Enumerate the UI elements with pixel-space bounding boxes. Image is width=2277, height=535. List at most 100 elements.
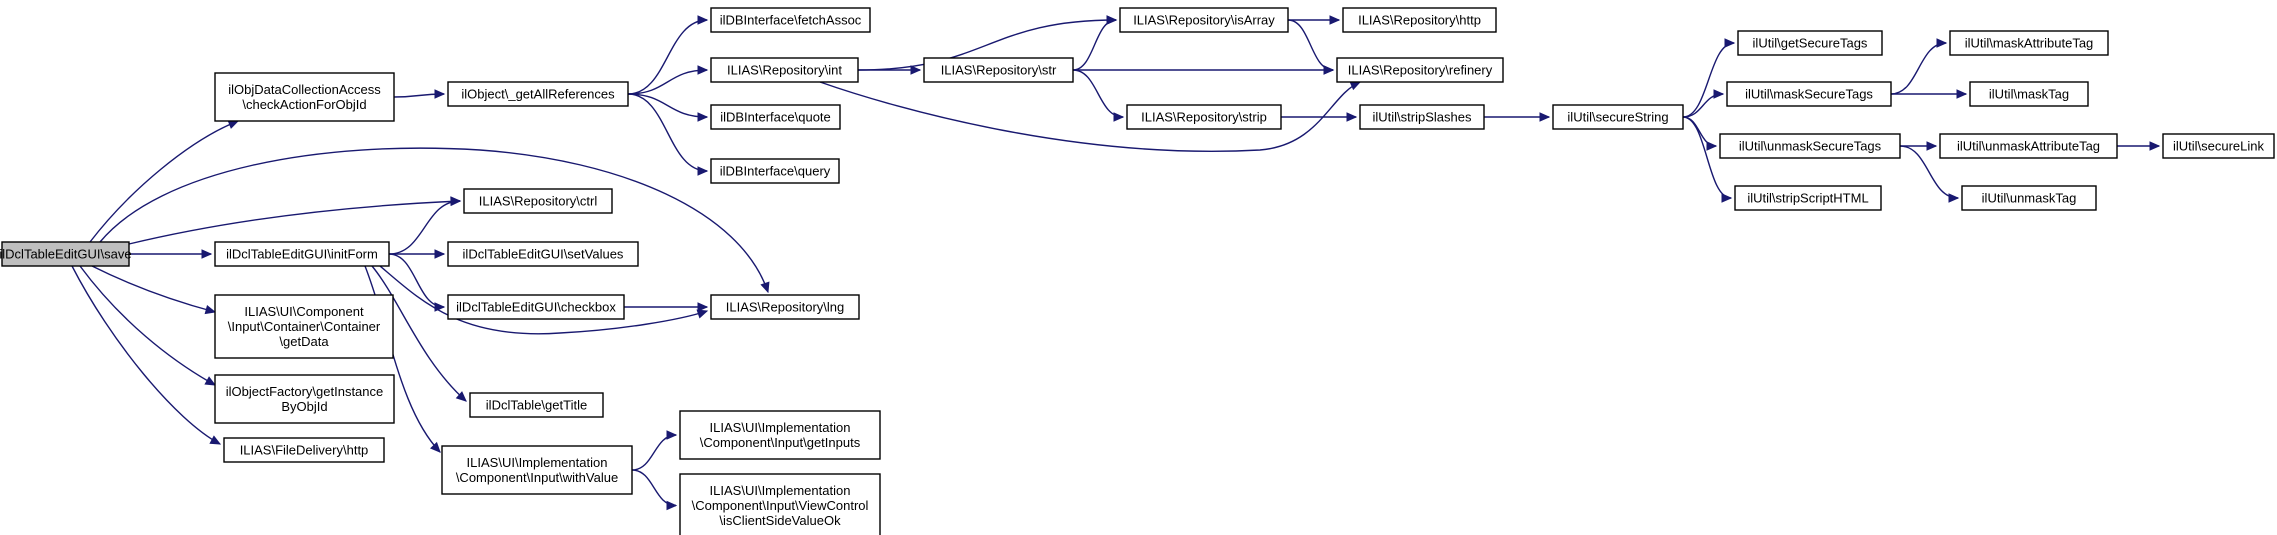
arrowhead-icon bbox=[1346, 112, 1358, 122]
edge-line bbox=[857, 19, 1117, 71]
node-box bbox=[1126, 104, 1282, 130]
node-label: ILIAS\Repository\http bbox=[1358, 13, 1481, 28]
node-box bbox=[469, 392, 604, 418]
edge-line bbox=[79, 265, 216, 386]
node-save[interactable]: ilDclTableEditGUI\save bbox=[0, 241, 132, 267]
node-query[interactable]: ilDBInterface\query bbox=[710, 158, 840, 184]
arrowhead-icon bbox=[1349, 81, 1362, 91]
arrowhead-icon bbox=[1106, 15, 1118, 25]
node-box bbox=[710, 294, 860, 320]
arrowhead-icon bbox=[1539, 112, 1551, 122]
node-box bbox=[441, 445, 633, 495]
node-box bbox=[1552, 104, 1684, 130]
node-unmaskTag[interactable]: ilUtil\unmaskTag bbox=[1961, 185, 2097, 211]
node-label: \checkActionForObjId bbox=[242, 97, 366, 112]
node-secureString[interactable]: ilUtil\secureString bbox=[1552, 104, 1684, 130]
node-repHttp[interactable]: ILIAS\Repository\http bbox=[1342, 7, 1497, 33]
node-label: ilUtil\getSecureTags bbox=[1753, 36, 1868, 51]
arrowhead-icon bbox=[204, 304, 217, 315]
node-secureLink[interactable]: ilUtil\secureLink bbox=[2162, 133, 2275, 159]
node-refinery[interactable]: ILIAS\Repository\refinery bbox=[1336, 57, 1504, 83]
edge-line bbox=[71, 265, 221, 445]
node-label: ilDclTableEditGUI\save bbox=[0, 247, 132, 262]
node-isClientSide[interactable]: ILIAS\UI\Implementation\Component\Input\… bbox=[679, 473, 881, 535]
edge-getAllRefs-to-fetchAssoc bbox=[627, 15, 709, 95]
node-lng[interactable]: ILIAS\Repository\lng bbox=[710, 294, 860, 320]
arrowhead-icon bbox=[429, 441, 441, 453]
edge-line bbox=[371, 265, 467, 402]
edge-initForm-to-getTitle bbox=[371, 265, 467, 402]
node-checkbox[interactable]: ilDclTableEditGUI\checkbox bbox=[447, 294, 625, 320]
edge-line bbox=[388, 200, 461, 255]
node-maskSecureTags[interactable]: ilUtil\maskSecureTags bbox=[1726, 81, 1892, 107]
arrowhead-icon bbox=[1926, 141, 1938, 151]
node-label: ILIAS\UI\Implementation bbox=[710, 483, 851, 498]
node-getAllRefs[interactable]: ilObject\_getAllReferences bbox=[447, 81, 629, 107]
node-label: ilObject\_getAllReferences bbox=[461, 87, 615, 102]
node-strip[interactable]: ILIAS\Repository\strip bbox=[1126, 104, 1282, 130]
node-box bbox=[923, 57, 1074, 83]
node-repInt[interactable]: ILIAS\Repository\int bbox=[710, 57, 859, 83]
edge-line bbox=[1890, 42, 1947, 95]
edge-repStr-to-isArray bbox=[1072, 15, 1118, 71]
arrowhead-icon bbox=[1936, 38, 1948, 48]
arrowhead-icon bbox=[697, 65, 709, 75]
edge-withValue-to-getInputs bbox=[631, 430, 678, 471]
edge-strip-to-stripSlashes bbox=[1281, 112, 1358, 122]
node-setValues[interactable]: ilDclTableEditGUI\setValues bbox=[447, 241, 639, 267]
node-getSecureTags[interactable]: ilUtil\getSecureTags bbox=[1737, 30, 1883, 56]
node-label: \Input\Container\Container bbox=[228, 319, 381, 334]
edge-line bbox=[627, 69, 708, 95]
node-repStr[interactable]: ILIAS\Repository\str bbox=[923, 57, 1074, 83]
node-box bbox=[710, 158, 840, 184]
node-stripSlashes[interactable]: ilUtil\stripSlashes bbox=[1359, 104, 1485, 130]
edge-save-to-initForm bbox=[129, 249, 213, 259]
node-box bbox=[463, 188, 613, 214]
node-getTitle[interactable]: ilDclTable\getTitle bbox=[469, 392, 604, 418]
node-isArray[interactable]: ILIAS\Repository\isArray bbox=[1119, 7, 1289, 33]
node-getData[interactable]: ILIAS\UI\Component\Input\Container\Conta… bbox=[214, 294, 394, 359]
node-unmaskAttributeTag[interactable]: ilUtil\unmaskAttributeTag bbox=[1939, 133, 2118, 159]
edge-getAllRefs-to-quote bbox=[627, 93, 709, 122]
node-unmaskSecureTags[interactable]: ilUtil\unmaskSecureTags bbox=[1719, 133, 1901, 159]
node-box bbox=[1342, 7, 1497, 33]
node-fetchAssoc[interactable]: ilDBInterface\fetchAssoc bbox=[710, 7, 871, 33]
node-label: \Component\Input\getInputs bbox=[700, 435, 861, 450]
node-box bbox=[223, 437, 385, 463]
node-label: ilDBInterface\fetchAssoc bbox=[720, 13, 862, 28]
node-withValue[interactable]: ILIAS\UI\Implementation\Component\Input\… bbox=[441, 445, 633, 495]
edge-line bbox=[631, 434, 677, 471]
node-label: ILIAS\FileDelivery\http bbox=[240, 443, 369, 458]
node-ctrl[interactable]: ILIAS\Repository\ctrl bbox=[463, 188, 613, 214]
edge-save-to-ctrl bbox=[128, 196, 462, 245]
node-box bbox=[679, 410, 881, 460]
node-stripScriptHTML[interactable]: ilUtil\stripScriptHTML bbox=[1734, 185, 1882, 211]
node-label: ilUtil\maskSecureTags bbox=[1745, 87, 1873, 102]
node-label: ilUtil\unmaskSecureTags bbox=[1739, 139, 1882, 154]
node-maskTag[interactable]: ilUtil\maskTag bbox=[1969, 81, 2089, 107]
node-box bbox=[710, 104, 841, 130]
node-label: ilObjectFactory\getInstance bbox=[226, 384, 384, 399]
node-fdHttp[interactable]: ILIAS\FileDelivery\http bbox=[223, 437, 385, 463]
node-checkAccess[interactable]: ilObjDataCollectionAccess\checkActionFor… bbox=[214, 72, 395, 122]
edge-line bbox=[91, 265, 216, 313]
arrowhead-icon bbox=[1323, 65, 1335, 75]
edge-maskSecureTags-to-maskAttributeTag bbox=[1890, 38, 1948, 95]
arrowhead-icon bbox=[434, 302, 446, 312]
node-label: ILIAS\UI\Implementation bbox=[467, 455, 608, 470]
node-label: ILIAS\Repository\strip bbox=[1141, 110, 1267, 125]
arrowhead-icon bbox=[697, 112, 709, 122]
node-box bbox=[1737, 30, 1883, 56]
node-quote[interactable]: ilDBInterface\quote bbox=[710, 104, 841, 130]
node-initForm[interactable]: ilDclTableEditGUI\initForm bbox=[214, 241, 390, 267]
node-label: \Component\Input\ViewControl bbox=[692, 498, 869, 513]
node-getInputs[interactable]: ILIAS\UI\Implementation\Component\Input\… bbox=[679, 410, 881, 460]
edge-save-to-getInstance bbox=[79, 265, 217, 386]
edge-line bbox=[128, 200, 461, 245]
node-label: ilUtil\maskTag bbox=[1989, 87, 2069, 102]
node-box bbox=[1939, 133, 2118, 159]
arrowhead-icon bbox=[666, 430, 678, 440]
node-label: ilDBInterface\query bbox=[720, 164, 831, 179]
node-maskAttributeTag[interactable]: ilUtil\maskAttributeTag bbox=[1949, 30, 2109, 56]
